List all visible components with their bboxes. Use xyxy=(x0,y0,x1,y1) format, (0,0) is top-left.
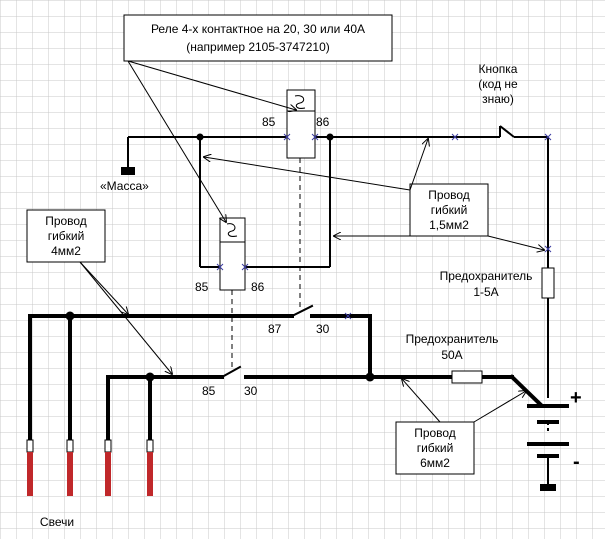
fuse-big-line1: Предохранитель xyxy=(406,332,499,346)
fuse-small-line1: Предохранитель xyxy=(440,269,533,283)
pin-87: 87 xyxy=(268,322,282,336)
button-label-line1: Кнопка xyxy=(479,62,518,76)
control-circuit xyxy=(127,125,549,398)
pin-top-86: 86 xyxy=(316,115,330,129)
wire-15-box xyxy=(409,183,489,237)
battery-plus-sign: + xyxy=(570,387,582,409)
pin-85-lower: 85 xyxy=(202,384,216,398)
plugs-label: Свечи xyxy=(40,515,74,529)
spark-plug xyxy=(146,439,154,496)
wire-4-line1: Провод xyxy=(45,214,87,228)
callout-pointers xyxy=(79,60,544,423)
relay-middle xyxy=(219,217,246,291)
spark-plug xyxy=(104,439,112,496)
ground-label: «Масса» xyxy=(100,179,149,193)
fuse-big-line2: 50А xyxy=(441,348,462,362)
wire-6-line2: гибкий xyxy=(417,441,454,455)
junctions xyxy=(65,133,375,382)
spark-plug xyxy=(66,439,74,496)
battery-minus-sign: - xyxy=(573,451,580,473)
fuse-big xyxy=(451,370,483,384)
wire-6-box xyxy=(395,421,475,475)
relay-note-line1: Реле 4-х контактное на 20, 30 или 40А xyxy=(151,22,365,36)
pin-mid-85: 85 xyxy=(195,280,209,294)
pin-30-lower: 30 xyxy=(244,384,258,398)
pin-30-upper: 30 xyxy=(316,322,330,336)
relay-note-box xyxy=(123,14,393,62)
contact-85-30 xyxy=(220,365,242,379)
wire-15-line1: Провод xyxy=(428,188,470,202)
battery xyxy=(527,404,569,491)
wire-6-line3: 6мм2 xyxy=(420,456,450,470)
button-label-line2: (код не xyxy=(478,77,518,91)
pin-top-85: 85 xyxy=(262,115,276,129)
spark-plug xyxy=(26,439,34,496)
relay-coil-icon xyxy=(294,95,306,109)
wire-4-line2: гибкий xyxy=(48,229,85,243)
relay-top xyxy=(286,89,316,159)
fuse-small-line2: 1-5А xyxy=(473,285,498,299)
wire-15-line3: 1,5мм2 xyxy=(429,218,469,232)
relay-note-line2: (например 2105-3747210) xyxy=(186,40,330,54)
wire-6-line1: Провод xyxy=(414,426,456,440)
button-switch xyxy=(499,125,515,138)
wire-15-line2: гибкий xyxy=(431,203,468,217)
wire-4-box xyxy=(26,209,106,263)
pin-mid-86: 86 xyxy=(251,280,265,294)
power-circuit xyxy=(28,304,543,442)
fuse-small xyxy=(541,267,555,299)
spark-plugs xyxy=(26,439,154,496)
ground-symbol xyxy=(121,167,135,175)
contact-87-30 xyxy=(290,304,314,318)
wire-4-line3: 4мм2 xyxy=(51,244,81,258)
button-label-line3: знаю) xyxy=(482,92,514,106)
terminal-marks xyxy=(216,133,552,320)
relay-coil-icon xyxy=(226,223,238,237)
